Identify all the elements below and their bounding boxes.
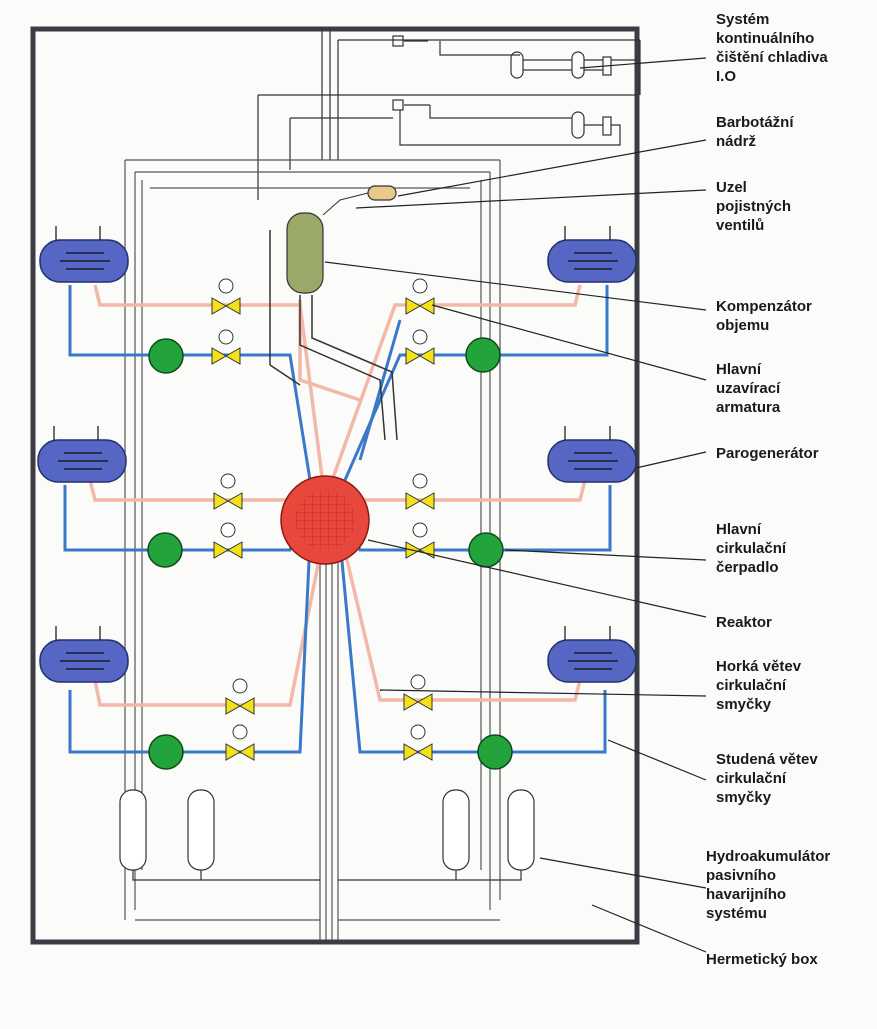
hermetic-box <box>30 26 640 945</box>
pressurizer-surge-line <box>269 230 398 441</box>
main-circulation-pumps <box>147 337 513 770</box>
hot-legs <box>88 284 587 707</box>
leader-lines <box>324 57 707 953</box>
reactor <box>280 475 370 565</box>
label-hot-leg: Horká větev cirkulační smyčky <box>716 658 802 713</box>
label-steam-generator: Parogenerátor <box>716 445 819 462</box>
label-reactor: Reaktor <box>716 614 772 631</box>
valve-actuators <box>218 278 428 740</box>
label-main-isolation-valve: Hlavní uzavírací armatura <box>716 361 781 416</box>
steam-generator-tubes <box>53 226 618 670</box>
label-hydroaccumulator: Hydroakumulátor pasivního havarijního sy… <box>706 848 831 922</box>
label-cold-leg: Studená větev cirkulační smyčky <box>716 751 818 806</box>
label-main-pump: Hlavní cirkulační čerpadlo <box>716 521 787 576</box>
label-pressurizer: Kompenzátor objemu <box>716 298 812 334</box>
label-bubbler-tank: Barbotážní nádrž <box>716 114 794 150</box>
cleaning-system <box>257 28 641 200</box>
pressurizer <box>286 185 397 294</box>
hydroaccumulators <box>119 789 535 871</box>
label-hermetic-box: Hermetický box <box>706 951 818 968</box>
label-safety-valves: Uzel pojistných ventilů <box>716 179 792 234</box>
label-cleaning-system: Systém kontinuálního čištění chladiva I.… <box>716 11 828 85</box>
hydroaccumulator-piping <box>132 870 522 881</box>
